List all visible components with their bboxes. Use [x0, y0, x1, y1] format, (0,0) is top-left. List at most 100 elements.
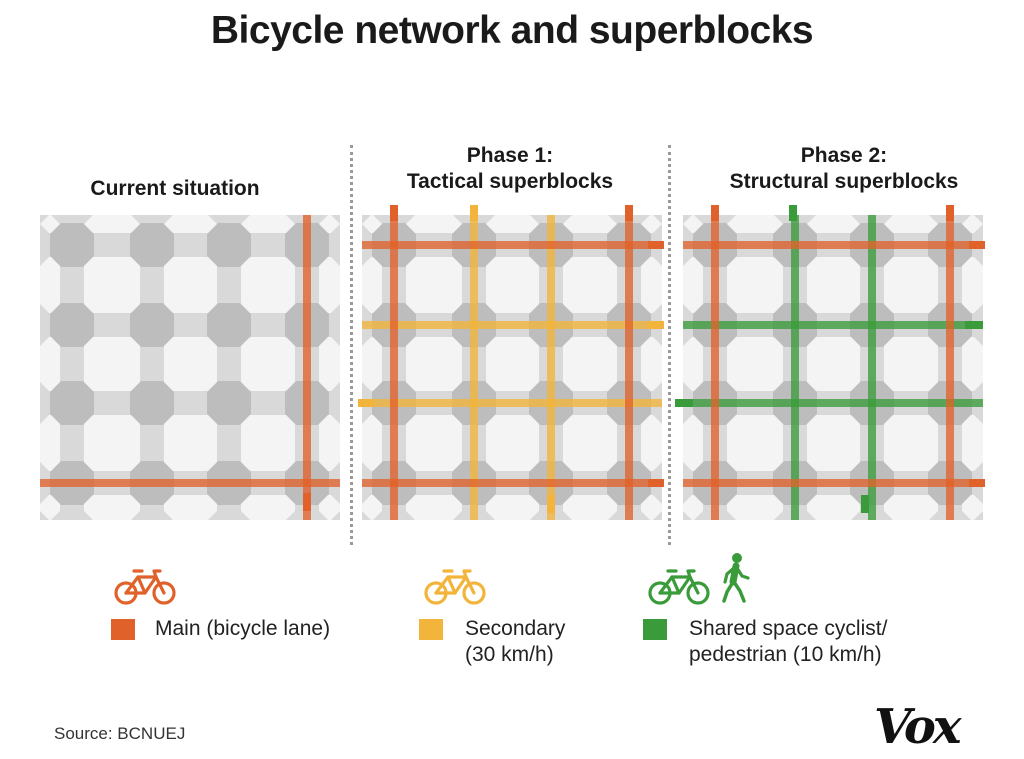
city-block — [241, 415, 295, 471]
map-phase2-structural — [675, 205, 985, 520]
panel-label-phase2: Phase 2: Structural superblocks — [684, 143, 1004, 195]
street-exit-marker — [470, 205, 478, 221]
city-block — [241, 215, 295, 233]
city-block — [486, 415, 539, 471]
street-exit-marker — [861, 495, 869, 513]
city-block — [683, 495, 703, 520]
city-block — [962, 415, 983, 471]
legend-swatch-shared — [643, 619, 667, 640]
city-block — [641, 495, 662, 520]
city-block — [164, 337, 217, 391]
secondary-street — [547, 215, 555, 520]
shared-space-street — [791, 215, 799, 520]
city-block — [563, 257, 617, 313]
map-current-situation — [40, 215, 340, 520]
city-block — [84, 337, 140, 391]
city-block — [40, 337, 60, 391]
city-block — [563, 415, 617, 471]
city-block — [727, 495, 783, 520]
panel-divider-right — [668, 145, 671, 545]
city-block — [807, 215, 860, 233]
city-block — [962, 257, 983, 313]
intersection — [50, 303, 94, 347]
city-block — [319, 337, 340, 391]
main-bicycle-lane — [683, 241, 983, 249]
intersection — [207, 381, 251, 425]
city-block — [319, 415, 340, 471]
lane-exit-marker — [625, 205, 633, 221]
city-block — [884, 215, 938, 233]
city-block — [683, 337, 703, 391]
shared-space-street — [683, 399, 983, 407]
panel-label-current: Current situation — [40, 176, 310, 202]
lane-exit-marker — [303, 493, 311, 511]
panel-label-phase1: Phase 1: Tactical superblocks — [360, 143, 660, 195]
main-bicycle-lane — [362, 479, 662, 487]
main-bicycle-lane — [390, 215, 398, 520]
city-block — [164, 415, 217, 471]
main-bicycle-lane — [625, 215, 633, 520]
street-exit-marker — [965, 321, 983, 329]
city-block — [884, 337, 938, 391]
legend-text-secondary-line2: (30 km/h) — [465, 643, 554, 666]
city-block — [727, 337, 783, 391]
lane-exit-marker — [969, 241, 985, 249]
city-block — [807, 415, 860, 471]
street-exit-marker — [547, 495, 555, 513]
legend-swatch-main — [111, 619, 135, 640]
city-block — [807, 495, 860, 520]
pedestrian-icon — [722, 553, 750, 603]
city-block — [962, 495, 983, 520]
legend-text-secondary-line1: Secondary — [465, 617, 566, 640]
city-block — [807, 257, 860, 313]
vox-logo: Vox — [874, 699, 961, 755]
city-block — [241, 337, 295, 391]
legend-swatch-secondary — [419, 619, 443, 640]
secondary-street — [362, 321, 662, 329]
shared-space-street — [868, 215, 876, 520]
secondary-street — [362, 399, 662, 407]
bicycle-icon — [648, 569, 710, 605]
legend-text-secondary: Secondary (30 km/h) — [465, 616, 565, 668]
lane-exit-marker — [711, 205, 719, 221]
main-bicycle-lane — [362, 241, 662, 249]
source-note: Source: BCNUEJ — [54, 724, 186, 743]
city-block — [319, 257, 340, 313]
main-bicycle-lane — [946, 215, 954, 520]
intersection — [207, 223, 251, 267]
bicycle-icon — [424, 569, 486, 605]
panel-divider-left — [350, 145, 353, 545]
intersection — [207, 303, 251, 347]
city-block — [807, 337, 860, 391]
panel-label-phase1-line1: Phase 1: — [466, 144, 554, 167]
main-bicycle-lane — [711, 215, 719, 520]
bicycle-icon — [114, 569, 176, 605]
city-block — [727, 215, 783, 233]
city-block — [40, 257, 60, 313]
panel-label-current-text: Current situation — [90, 177, 260, 200]
city-block — [683, 415, 703, 471]
city-block — [486, 215, 539, 233]
city-block — [84, 215, 140, 233]
city-block — [406, 415, 462, 471]
main-bicycle-lane — [683, 479, 983, 487]
city-block — [683, 215, 703, 233]
intersection — [50, 381, 94, 425]
street-exit-marker — [789, 205, 797, 221]
city-block — [486, 337, 539, 391]
city-block — [406, 257, 462, 313]
city-block — [406, 215, 462, 233]
legend-text-shared-line1: Shared space cyclist/ — [689, 617, 888, 640]
city-block — [362, 495, 382, 520]
city-block — [84, 495, 140, 520]
lane-exit-marker — [969, 479, 985, 487]
city-block — [164, 257, 217, 313]
page-title: Bicycle network and superblocks — [210, 9, 814, 52]
city-block — [362, 415, 382, 471]
city-block — [84, 415, 140, 471]
panel-label-phase2-line1: Phase 2: — [800, 144, 888, 167]
city-block — [319, 495, 340, 520]
city-block — [641, 415, 662, 471]
panel-label-phase1-line2: Tactical superblocks — [406, 170, 614, 193]
intersection — [130, 381, 174, 425]
